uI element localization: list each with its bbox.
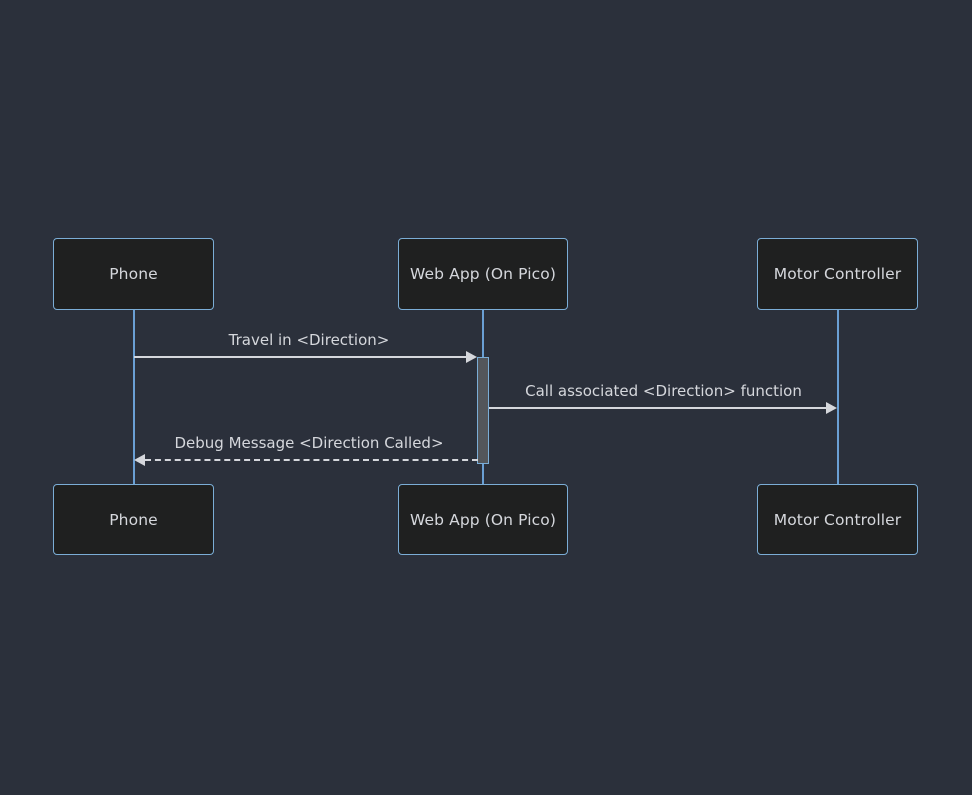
participant-label-webapp-bottom: Web App (On Pico) [410, 510, 556, 529]
message-line-1 [134, 356, 467, 358]
participant-label-phone-top: Phone [109, 265, 158, 283]
participant-label-phone-bottom: Phone [109, 510, 158, 529]
message-arrowhead-3 [134, 454, 145, 466]
lifeline-phone [133, 310, 135, 488]
activation-bar-webapp [477, 357, 489, 464]
message-arrowhead-2 [826, 402, 837, 414]
message-arrowhead-1 [466, 351, 477, 363]
lifeline-motor [837, 310, 839, 488]
message-label-2: Call associated <Direction> function [525, 382, 802, 400]
message-line-2 [489, 407, 827, 409]
message-label-3: Debug Message <Direction Called> [174, 434, 444, 452]
message-line-3 [145, 459, 478, 461]
participant-box-webapp-bottom[interactable]: Web App (On Pico) [398, 484, 568, 555]
participant-box-motor-top[interactable]: Motor Controller [757, 238, 918, 310]
participant-box-motor-bottom[interactable]: Motor Controller [757, 484, 918, 555]
participant-label-motor-bottom: Motor Controller [773, 510, 902, 529]
participant-box-phone-bottom[interactable]: Phone [53, 484, 214, 555]
participant-box-phone-top[interactable]: Phone [53, 238, 214, 310]
message-label-1: Travel in <Direction> [228, 331, 390, 349]
participant-box-webapp-top[interactable]: Web App (On Pico) [398, 238, 568, 310]
participant-label-motor-top: Motor Controller [773, 265, 902, 283]
participant-label-webapp-top: Web App (On Pico) [410, 265, 556, 283]
